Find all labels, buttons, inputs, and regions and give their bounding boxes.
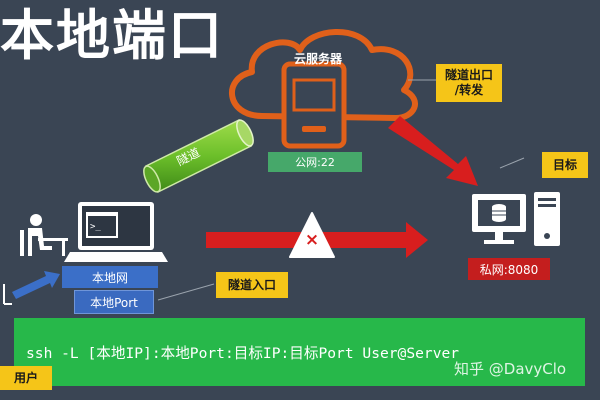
warning-icon — [289, 212, 335, 258]
command-bar — [14, 318, 585, 386]
user-arrow — [12, 271, 60, 299]
local-port-badge: 本地Port — [74, 290, 154, 314]
server-icon — [281, 61, 347, 149]
local-net-badge: 本地网 — [62, 266, 158, 288]
page-title: 本地端口 — [0, 4, 224, 67]
laptop-icon: >_ — [64, 202, 168, 262]
public-port-badge: 公网:22 — [268, 152, 362, 172]
watermark: 知乎 @DavyClo — [454, 360, 567, 378]
ssh-command: ssh -L [本地IP]:本地Port:目标IP:目标Port User@Se… — [26, 345, 460, 362]
forward-arrow — [388, 116, 478, 186]
tunnel-entry-tag: 隧道入口 — [216, 272, 288, 298]
svg-text:>_: >_ — [90, 222, 101, 232]
cloud-label: 云服务器 — [293, 52, 342, 66]
private-port-badge: 私网:8080 — [468, 258, 550, 280]
user-tag: 用户 — [0, 366, 52, 390]
target-computer-icon — [472, 192, 560, 246]
tunnel-exit-tag: 隧道出口 /转发 — [436, 64, 502, 102]
left-bracket — [3, 284, 12, 305]
tunnel-tube — [143, 118, 254, 194]
target-tag: 目标 — [542, 152, 588, 178]
user-icon — [20, 214, 68, 256]
cloud-icon — [229, 29, 418, 121]
blocked-x-icon: × — [304, 230, 320, 250]
